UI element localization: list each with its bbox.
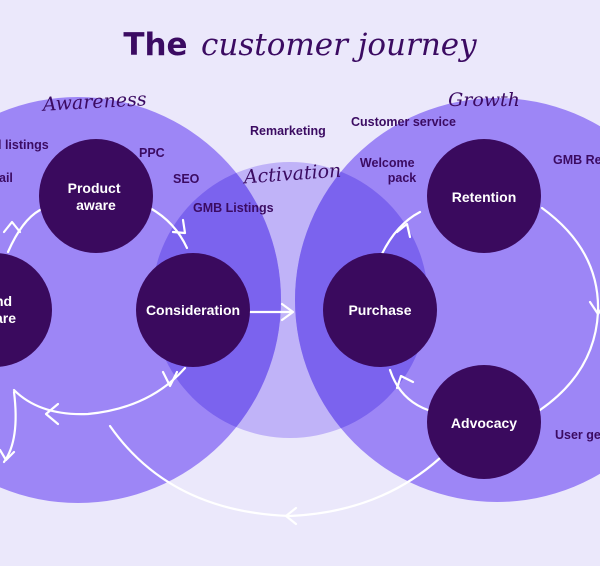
arrowhead-left-exit bbox=[0, 448, 16, 462]
node-purchase: Purchase bbox=[323, 253, 437, 367]
arrowhead-return bbox=[284, 506, 298, 526]
tactic-welcome-pack: Welcome pack bbox=[360, 156, 418, 185]
node-product-aware: Product aware bbox=[39, 139, 153, 253]
flow-consideration-to-awareness-loop bbox=[12, 366, 187, 416]
tactic-remarketing: Remarketing bbox=[250, 124, 326, 138]
node-purchase-circle bbox=[323, 253, 437, 367]
node-product-aware-label: Product aware bbox=[68, 180, 125, 213]
tactic-email: ail bbox=[0, 171, 13, 185]
node-retention-circle bbox=[427, 139, 541, 253]
arrowhead-consideration-bottom bbox=[161, 370, 179, 388]
tactic-labels: l listings ail PPC SEO GMB Listings Rema… bbox=[0, 115, 600, 442]
growth-activation-overlap bbox=[295, 162, 428, 438]
flow-advocacy-return bbox=[108, 424, 442, 518]
flow-brand-to-product bbox=[6, 208, 42, 254]
flow-retention-to-advocacy bbox=[538, 206, 600, 412]
flow-left-exit bbox=[2, 390, 17, 464]
node-retention-label: Retention bbox=[452, 189, 517, 205]
journey-nodes: Product aware nd are Consideration Purch… bbox=[0, 139, 541, 479]
arrowhead-consideration-top bbox=[171, 218, 187, 235]
node-brand-aware-circle bbox=[0, 253, 52, 367]
node-advocacy-circle bbox=[427, 365, 541, 479]
arrowhead-right-loop bbox=[588, 300, 600, 316]
node-advocacy-label: Advocacy bbox=[451, 415, 517, 431]
title-bold: The bbox=[123, 27, 187, 63]
title-italic: customer journey bbox=[201, 27, 477, 63]
tactic-gmb-listings: GMB Listings bbox=[193, 201, 274, 215]
flow-purchase-to-retention bbox=[378, 210, 422, 260]
flow-product-to-consideration bbox=[148, 206, 189, 250]
tactic-user-generated: User ge bbox=[555, 428, 600, 442]
flow-advocacy-to-purchase bbox=[388, 368, 430, 412]
node-consideration: Consideration bbox=[136, 253, 250, 367]
node-purchase-label: Purchase bbox=[348, 302, 411, 318]
arrowhead-loop-bottom bbox=[44, 402, 60, 426]
tactic-listings: l listings bbox=[0, 138, 49, 152]
stage-label-growth: Growth bbox=[448, 89, 520, 111]
node-consideration-label: Consideration bbox=[146, 302, 240, 318]
node-brand-aware: nd are bbox=[0, 253, 52, 367]
page-title: The customer journey bbox=[123, 27, 477, 63]
tactic-customer-service: Customer service bbox=[351, 115, 456, 129]
awareness-activation-overlap bbox=[152, 162, 281, 438]
node-advocacy: Advocacy bbox=[427, 365, 541, 479]
tactic-ppc: PPC bbox=[139, 146, 165, 160]
arrowhead-brand-top bbox=[2, 220, 22, 234]
tactic-seo: SEO bbox=[173, 172, 200, 186]
node-product-aware-circle bbox=[39, 139, 153, 253]
arrowhead-purchase bbox=[280, 302, 295, 322]
node-consideration-circle bbox=[136, 253, 250, 367]
arrowhead-retention bbox=[395, 222, 412, 239]
node-brand-aware-label: nd are bbox=[0, 293, 16, 326]
flow-lines bbox=[0, 206, 600, 526]
tactic-gmb-reviews: GMB Rev bbox=[553, 153, 600, 167]
node-retention: Retention bbox=[427, 139, 541, 253]
arrowhead-advocacy-back bbox=[395, 374, 415, 390]
